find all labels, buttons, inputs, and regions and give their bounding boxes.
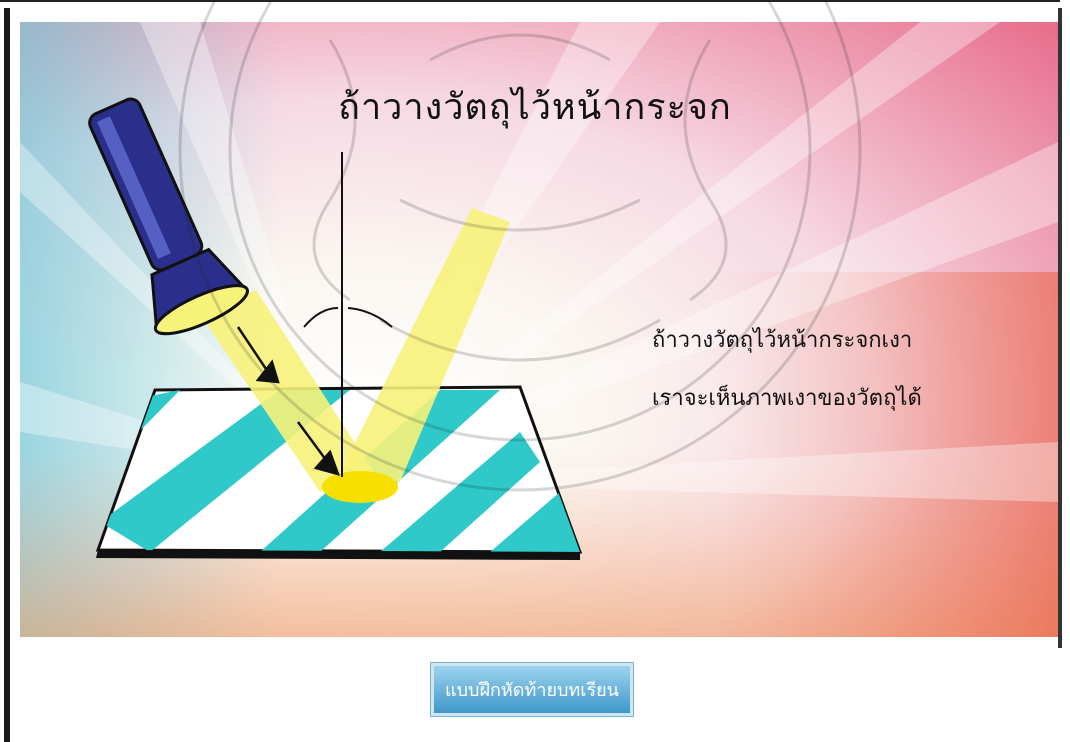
lesson-title: ถ้าวางวัตถุไว้หน้ากระจก [338, 87, 732, 128]
incidence-angle-arc [303, 307, 339, 328]
reflection-angle-arc [347, 307, 393, 328]
lesson-caption: ถ้าวางวัตถุไว้หน้ากระจกเงา เราจะเห็นภาพเ… [652, 312, 922, 428]
reflected-light-beam [338, 208, 510, 482]
caption-line-1: ถ้าวางวัตถุไว้หน้ากระจกเงา [652, 328, 913, 353]
end-of-lesson-exercise-button[interactable]: แบบฝึกหัดท้ายบทเรียน [430, 662, 634, 717]
lesson-illustration [20, 22, 1058, 637]
direction-arrows [236, 326, 340, 476]
window-right-border [1058, 8, 1062, 648]
flashlight-icon [88, 97, 249, 336]
window-top-border [0, 0, 1060, 10]
illustration-canvas [20, 22, 1058, 637]
incident-light-beam [200, 290, 380, 492]
light-spot [322, 471, 398, 503]
background-right-tint [720, 272, 1058, 637]
window-left-border [4, 8, 10, 742]
caption-line-2: เราจะเห็นภาพเงาของวัตถุได้ [652, 386, 922, 411]
